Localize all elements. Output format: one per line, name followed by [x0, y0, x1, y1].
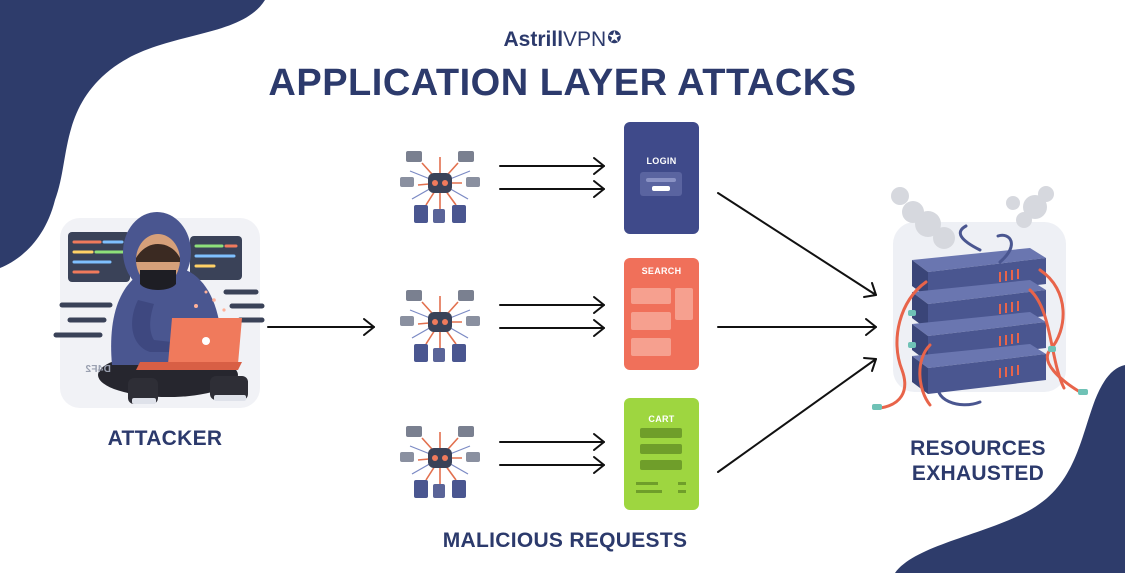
- bottom-right-blob: [895, 365, 1125, 573]
- search-card-label: SEARCH: [641, 266, 682, 276]
- arrow-botnet3-b: [499, 456, 605, 474]
- brand-logo: AstrillVPN✪: [0, 28, 1125, 52]
- laptop-base: [136, 362, 242, 370]
- star-badge-icon: ✪: [607, 28, 622, 47]
- hacker-mask: [140, 270, 176, 290]
- arrow-botnet3-a: [499, 433, 605, 451]
- attacker-label: ATTACKER: [107, 427, 223, 450]
- smoke-clouds: [891, 186, 1054, 249]
- code-screen-left: [68, 232, 130, 282]
- arrow-login-to-server: [717, 192, 877, 298]
- resources-label-line2: EXHAUSTED: [911, 462, 1045, 485]
- cart-card-label: CART: [648, 414, 675, 424]
- brand-name-light: VPN: [563, 28, 607, 51]
- arrow-botnet1-b: [499, 180, 605, 198]
- top-left-blob: [0, 0, 265, 268]
- arrow-botnet2-a: [499, 296, 605, 314]
- server-units: [912, 248, 1046, 394]
- login-card: [624, 122, 699, 234]
- arrow-attacker-to-botnet: [267, 318, 375, 336]
- search-card: [624, 258, 699, 370]
- cart-card: [624, 398, 699, 510]
- brand-name-bold: Astrill: [503, 28, 564, 51]
- login-card-label: LOGIN: [646, 156, 677, 166]
- resources-exhausted-label: RESOURCES EXHAUSTED: [898, 436, 1058, 486]
- arrow-search-to-server: [717, 318, 877, 336]
- arrow-botnet1-a: [499, 157, 605, 175]
- malicious-requests-label: MALICIOUS REQUESTS: [442, 529, 688, 552]
- apple-logo-icon: [202, 337, 210, 345]
- page-title: APPLICATION LAYER ATTACKS: [268, 62, 857, 104]
- arrow-botnet2-b: [499, 319, 605, 337]
- resources-label-line1: RESOURCES: [910, 437, 1046, 460]
- arrow-cart-to-server: [717, 357, 877, 473]
